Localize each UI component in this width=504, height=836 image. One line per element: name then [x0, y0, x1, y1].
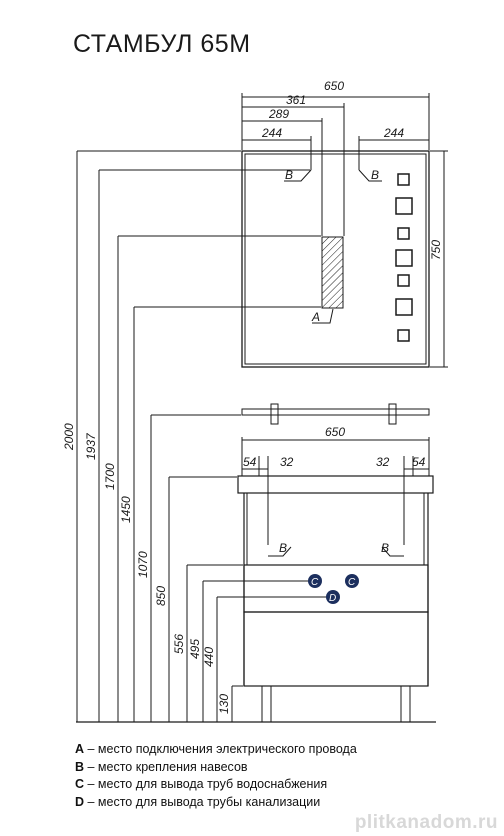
dim-mirror-height: 750 [429, 240, 443, 260]
dim-cabinet-width: 650 [325, 425, 345, 439]
legend-row-b: B – место крепления навесов [75, 759, 357, 777]
dim-244-left: 244 [261, 126, 282, 140]
watermark: plitkanadom.ru [354, 812, 498, 833]
marker-b-cabinet-left: B [279, 541, 287, 555]
legend-text-d: – место для вывода трубы канализации [84, 794, 321, 809]
legend-row-c: C – место для вывода труб водоснабжения [75, 776, 357, 794]
shelf-bracket [388, 403, 397, 425]
marker-d-label: D [329, 593, 336, 604]
electrical-connection-area [321, 236, 344, 309]
legend-row-a: A – место подключения электрического про… [75, 741, 357, 759]
marker-c-left-label: C [311, 577, 319, 588]
height-1450: 1450 [119, 496, 133, 523]
height-495: 495 [188, 639, 202, 659]
marker-c-right-label: C [348, 577, 356, 588]
mirror-square [395, 249, 413, 267]
dim-54-left: 54 [243, 455, 257, 469]
marker-c-right: C [345, 574, 359, 588]
height-440: 440 [202, 647, 216, 667]
mirror-square [397, 173, 410, 186]
legend-text-b: – место крепления навесов [84, 759, 248, 774]
shelf-bracket [270, 403, 279, 425]
dim-361: 361 [286, 93, 306, 107]
marker-c-left: C [308, 574, 322, 588]
marker-b-mirror-left: B [285, 168, 293, 182]
height-1937: 1937 [84, 432, 98, 460]
legend-text-a: – место подключения электрического прово… [84, 742, 357, 756]
cabinet-leg [400, 685, 411, 723]
dim-32-right: 32 [376, 455, 390, 469]
mirror-square [397, 274, 410, 287]
height-130: 130 [217, 694, 231, 714]
dim-32-left: 32 [280, 455, 294, 469]
cabinet-top-drawer [243, 564, 429, 613]
legend-key-a: A [75, 742, 85, 756]
marker-b-cabinet-right: B [381, 541, 389, 555]
mirror-outer-frame [241, 150, 430, 368]
dim-244-right: 244 [383, 126, 404, 140]
mirror-square [395, 298, 413, 316]
legend-key-c: C [75, 777, 85, 791]
legend-key-d: D [75, 794, 85, 809]
cabinet-countertop [237, 475, 434, 494]
drawing-title: СТАМБУЛ 65М [73, 30, 251, 58]
mirror-inner-frame [244, 153, 427, 365]
legend-text-c: – место для вывода труб водоснабжения [84, 777, 328, 791]
cabinet-leg [261, 685, 272, 723]
mirror-square [397, 329, 410, 342]
marker-d: D [326, 590, 340, 604]
mirror-square [397, 227, 410, 240]
marker-b-mirror-right: B [371, 168, 379, 182]
marker-a: A [311, 310, 320, 324]
legend-row-d: D – место для вывода трубы канализации [75, 794, 357, 812]
height-556: 556 [172, 634, 186, 654]
height-850: 850 [154, 586, 168, 606]
height-2000: 2000 [62, 423, 76, 451]
cabinet-bottom-drawer [243, 611, 429, 687]
dim-54-right: 54 [412, 455, 426, 469]
legend: A – место подключения электрического про… [75, 741, 357, 811]
height-1070: 1070 [136, 551, 150, 578]
legend-key-b: B [75, 759, 85, 774]
dim-mirror-width: 650 [324, 79, 344, 93]
dim-289: 289 [268, 107, 289, 121]
height-1700: 1700 [103, 463, 117, 490]
mirror-square [395, 197, 413, 215]
shelf [241, 408, 430, 416]
